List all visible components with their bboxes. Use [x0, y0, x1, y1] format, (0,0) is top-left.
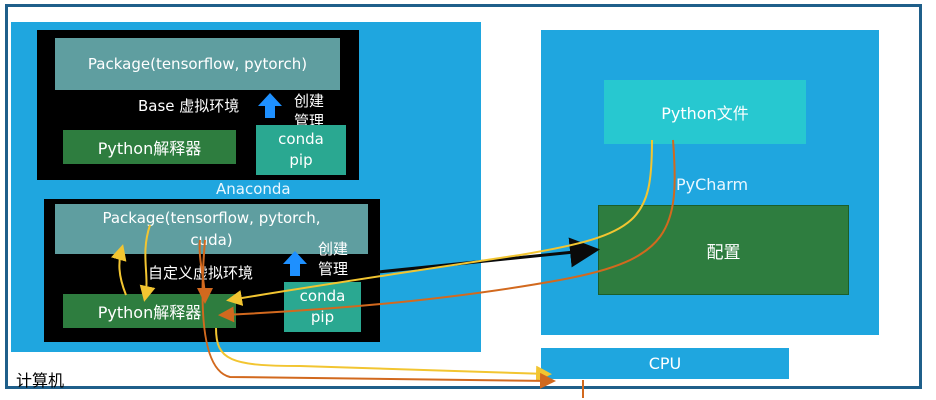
- base-conda-label: conda: [278, 130, 324, 148]
- custom-package-box: Package(tensorflow, pytorch, cuda): [55, 204, 368, 254]
- base-env-label: Base 虚拟环境: [138, 97, 240, 115]
- custom-package-line1: Package(tensorflow, pytorch,: [102, 209, 321, 227]
- interpreter-to-cpu-orange-line: [201, 239, 556, 389]
- computer-frame: [5, 4, 922, 389]
- base-interpreter-box: Python解释器: [63, 130, 236, 164]
- custom-env-orange-line: [196, 239, 213, 304]
- file-to-interpreter-yellow-line: [226, 139, 653, 306]
- file-to-interpreter-orange-line: [218, 139, 676, 323]
- custom-manage-label: 创建管理: [318, 240, 349, 278]
- custom-conda-label: conda: [299, 287, 346, 305]
- custom-up-arrow-icon: [283, 251, 307, 276]
- python-file-box: Python文件: [604, 80, 806, 144]
- base-up-arrow-icon: [258, 93, 282, 118]
- config-box: 配置: [598, 205, 849, 295]
- computer-label: 计算机: [16, 371, 65, 390]
- custom-env-label: 自定义虚拟环境: [148, 264, 254, 282]
- cpu-box: CPU: [541, 348, 789, 379]
- anaconda-label: Anaconda: [216, 180, 291, 198]
- interpreter-to-cpu-yellow-line: [215, 327, 552, 382]
- base-conda-pip-box: conda pip: [256, 125, 346, 175]
- custom-pip-label: pip: [310, 308, 335, 326]
- pycharm-label: PyCharm: [676, 175, 749, 194]
- base-package-box: Package(tensorflow, pytorch): [55, 38, 340, 90]
- custom-package-line2: cuda): [190, 231, 233, 249]
- custom-env-yellow-up: [111, 244, 127, 296]
- custom-env-yellow-loop: [139, 224, 156, 302]
- base-pip-label: pip: [289, 151, 313, 169]
